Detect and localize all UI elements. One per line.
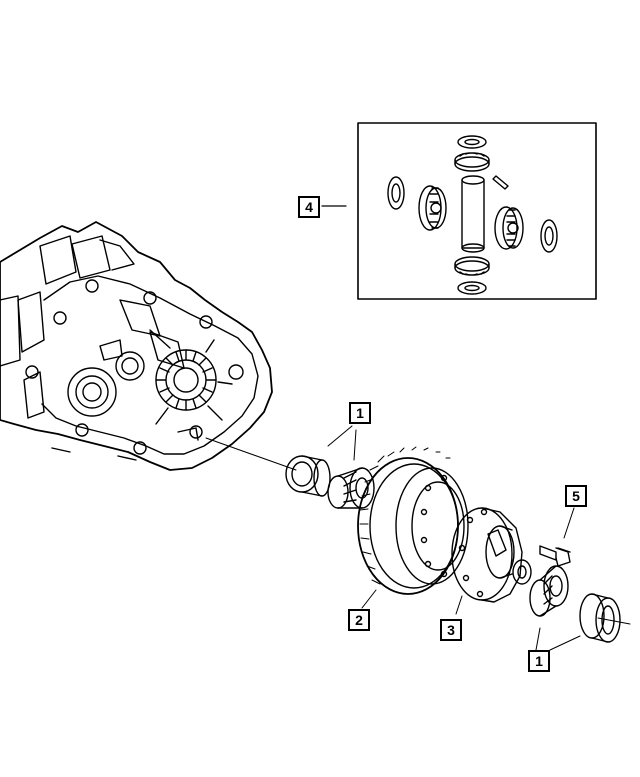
callout-bearing-top: 1 xyxy=(349,402,371,424)
differential-case xyxy=(451,507,532,615)
bearing-set-bottom xyxy=(529,565,631,651)
diff-gear-kit-inset xyxy=(321,122,597,300)
callout-diff-gear-kit: 4 xyxy=(298,196,320,218)
callout-diff-case: 3 xyxy=(440,619,462,641)
callout-bolt: 5 xyxy=(565,485,587,507)
ring-gear xyxy=(357,446,469,609)
bearing-set-top xyxy=(285,425,375,509)
callout-bearing-bottom: 1 xyxy=(528,650,550,672)
ring-gear-bolt xyxy=(539,507,575,567)
transaxle-housing xyxy=(0,221,273,471)
callout-ring-gear: 2 xyxy=(348,609,370,631)
